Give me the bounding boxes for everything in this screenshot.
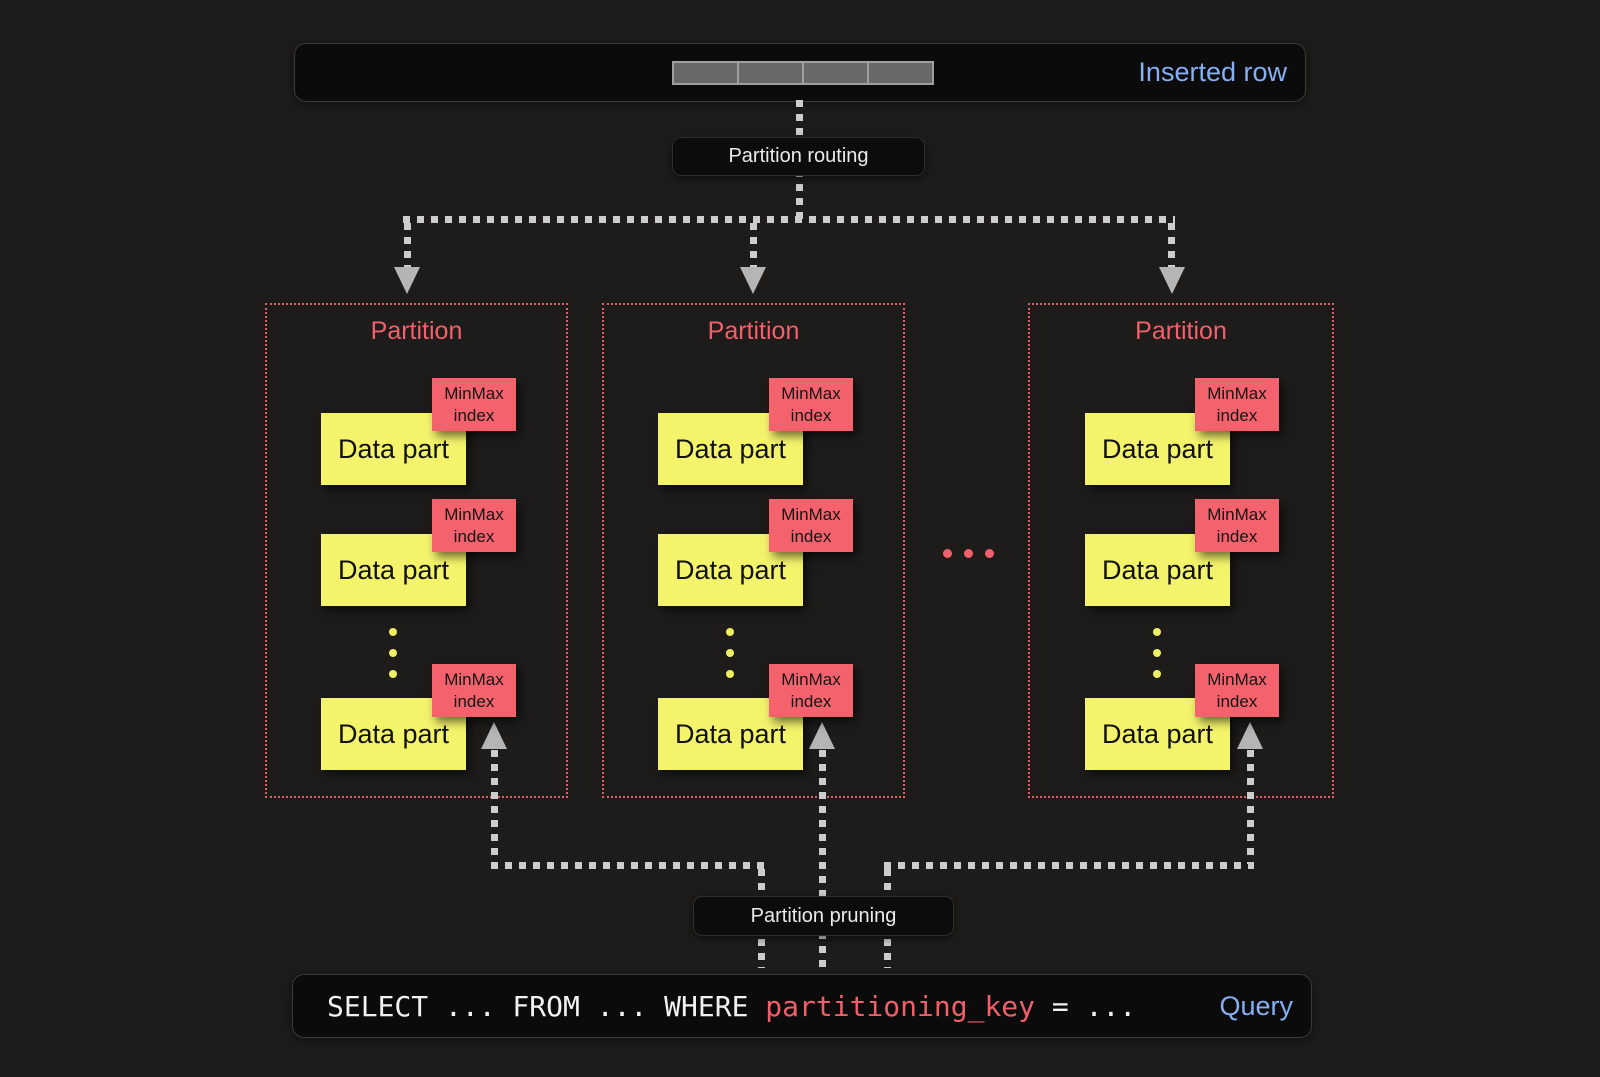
sql-text: SELECT ... FROM ... WHERE partitioning_k… <box>327 975 1136 1037</box>
partition-title: Partition <box>1135 317 1227 345</box>
sql-prefix: SELECT ... FROM ... WHERE <box>327 989 766 1023</box>
more-parts-ellipsis <box>389 628 397 691</box>
minmax-index-tag: MinMax index <box>432 664 516 717</box>
minmax-index-tag: MinMax index <box>769 664 853 717</box>
pruning-line-left-up <box>491 750 498 864</box>
arrow-down-icon <box>1159 267 1185 294</box>
inserted-row-bar: Inserted row <box>294 43 1306 102</box>
row-cell <box>672 61 739 85</box>
partition-title: Partition <box>707 317 800 345</box>
data-part-box: Data part <box>658 413 803 485</box>
partition-box-2: Partition <box>602 303 905 798</box>
minmax-index-tag: MinMax index <box>432 378 516 431</box>
pruning-line-right-horizontal <box>884 862 1254 869</box>
sql-partitioning-key: partitioning_key <box>765 989 1036 1023</box>
data-part-box: Data part <box>658 534 803 606</box>
minmax-index-tag: MinMax index <box>769 378 853 431</box>
pruning-line-left-horizontal <box>491 862 765 869</box>
row-cell <box>737 61 804 85</box>
minmax-index-tag: MinMax index <box>769 499 853 552</box>
partition-title: Partition <box>370 317 463 345</box>
arrow-up-icon <box>481 722 507 749</box>
routing-drop-line-2 <box>750 223 757 268</box>
more-partitions-ellipsis <box>943 549 1006 558</box>
partition-pruning-label: Partition pruning <box>693 896 954 936</box>
partition-routing-label: Partition routing <box>672 137 925 176</box>
sql-suffix: = ... <box>1035 989 1137 1023</box>
inserted-row-label: Inserted row <box>1138 57 1287 87</box>
row-cell <box>867 61 934 85</box>
minmax-index-tag: MinMax index <box>1195 499 1279 552</box>
query-label: Query <box>1219 990 1293 1021</box>
pruning-line-middle <box>819 750 826 968</box>
minmax-index-tag: MinMax index <box>432 499 516 552</box>
partition-box-3: Partition <box>1028 303 1334 798</box>
row-cell <box>802 61 869 85</box>
minmax-index-tag: MinMax index <box>1195 378 1279 431</box>
arrow-down-icon <box>394 267 420 294</box>
row-cells <box>672 61 934 85</box>
query-bar: SELECT ... FROM ... WHERE partitioning_k… <box>292 974 1312 1038</box>
routing-drop-line-3 <box>1168 223 1175 268</box>
arrow-up-icon <box>1237 722 1263 749</box>
arrow-down-icon <box>740 267 766 294</box>
more-parts-ellipsis <box>726 628 734 691</box>
data-part-box: Data part <box>321 413 466 485</box>
arrow-up-icon <box>809 722 835 749</box>
minmax-index-tag: MinMax index <box>1195 664 1279 717</box>
routing-distribution-line <box>403 216 1175 223</box>
pruning-line-right-up <box>1247 750 1254 864</box>
routing-drop-line-1 <box>404 223 411 268</box>
partition-box-1: Partition <box>265 303 568 798</box>
more-parts-ellipsis <box>1153 628 1161 691</box>
